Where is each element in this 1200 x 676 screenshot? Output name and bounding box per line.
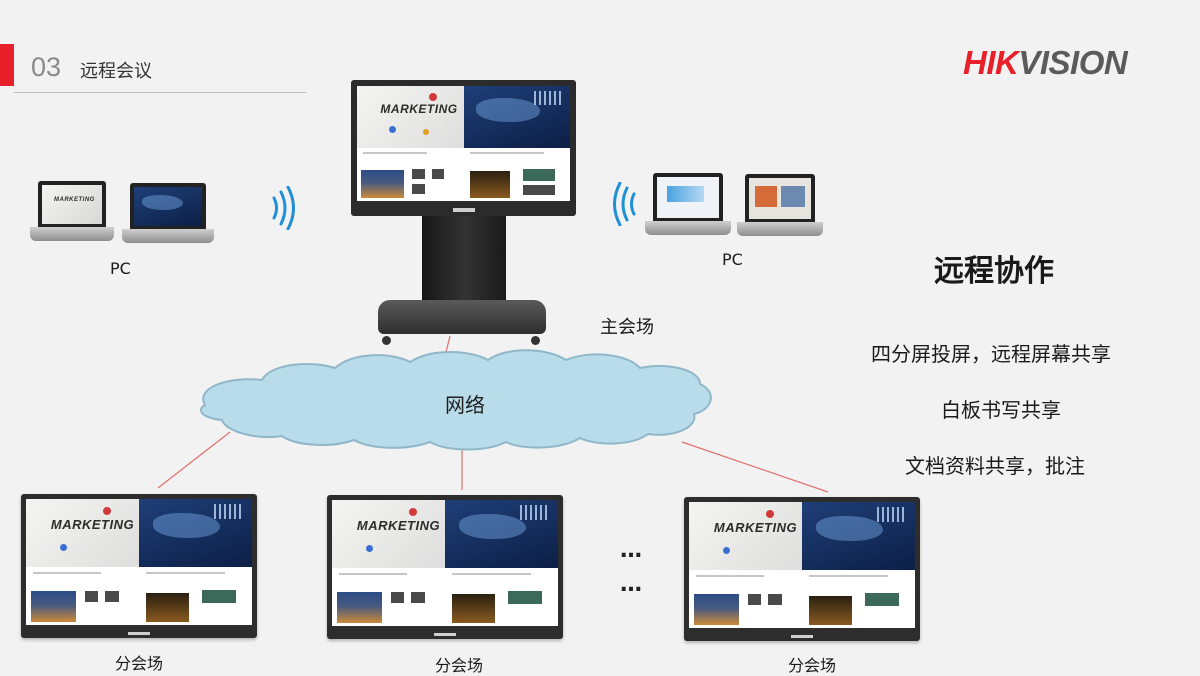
- main-display-screen: MARKETING: [357, 86, 570, 201]
- display-brand-plate: [452, 208, 475, 212]
- laptop-left-2: [122, 183, 214, 243]
- branch-display-3: MARKETING: [684, 497, 920, 641]
- caster-wheel: [531, 336, 540, 345]
- branch-label-2: 分会场: [434, 656, 484, 675]
- branch-label-1: 分会场: [114, 654, 164, 673]
- wireless-signal-icon: [613, 182, 636, 226]
- wireless-signal-icon: [272, 186, 295, 230]
- section-number: 03: [31, 52, 62, 82]
- feature-item: 四分屏投屏，远程屏幕共享: [871, 342, 1111, 366]
- kiosk-stand-base: [378, 300, 546, 334]
- pc-left-label: PC: [110, 259, 131, 278]
- laptop-right-2: [737, 174, 823, 236]
- collaboration-title: 远程协作: [934, 254, 1054, 289]
- main-venue-label: 主会场: [600, 317, 654, 338]
- header-divider: [14, 92, 306, 93]
- pc-right-label: PC: [722, 250, 743, 269]
- feature-item: 文档资料共享，批注: [905, 454, 1085, 478]
- section-title: 远程会议: [80, 61, 152, 82]
- network-cloud: [200, 349, 712, 451]
- ellipsis-more-venues: …: [620, 538, 644, 563]
- kiosk-stand-column: [422, 216, 506, 310]
- network-label: 网络: [445, 393, 485, 417]
- link-cloud-to-branch-3: [681, 441, 829, 493]
- main-venue-display: MARKETING: [351, 80, 576, 216]
- laptop-left-1: MARKETING: [30, 181, 114, 241]
- caster-wheel: [382, 336, 391, 345]
- laptop-right-1: [645, 173, 731, 235]
- branch-label-3: 分会场: [787, 656, 837, 675]
- hikvision-logo: HIKVISION: [963, 44, 1128, 81]
- feature-item: 白板书写共享: [941, 398, 1061, 422]
- branch-display-1: MARKETING: [21, 494, 257, 638]
- link-cloud-to-branch-1: [157, 431, 231, 489]
- branch-display-2: MARKETING: [327, 495, 563, 639]
- section-marker: [0, 44, 14, 86]
- ellipsis-more-venues: …: [620, 572, 644, 597]
